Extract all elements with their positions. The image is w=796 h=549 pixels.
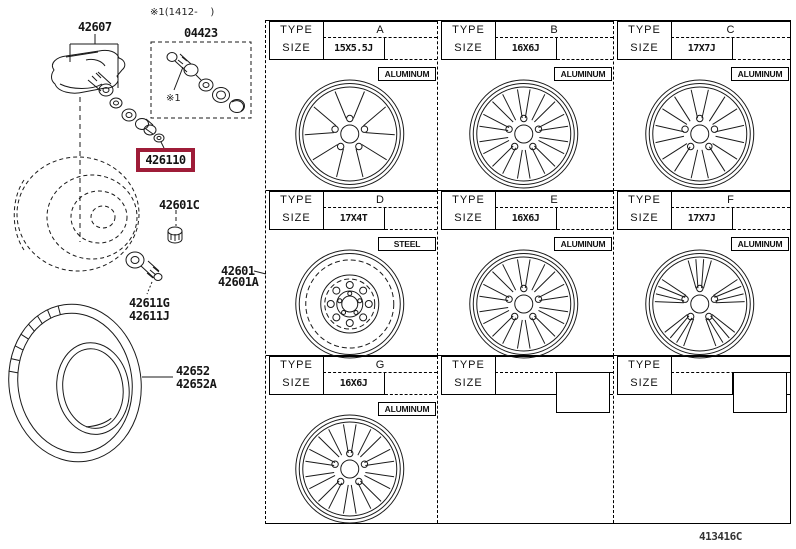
type-header: TYPE bbox=[441, 191, 496, 208]
wheel-illustration-D[interactable] bbox=[293, 248, 405, 360]
type-value: B bbox=[495, 21, 613, 38]
material-badge bbox=[556, 372, 610, 413]
type-header: TYPE bbox=[269, 21, 324, 38]
size-header: SIZE bbox=[441, 207, 496, 230]
wheel-illustration-C[interactable] bbox=[644, 78, 756, 190]
highlighted-part-number: 426110 bbox=[145, 153, 186, 167]
part-label-42601[interactable]: 42601 bbox=[221, 264, 255, 278]
nut-part bbox=[121, 108, 137, 122]
sensor-bracket-line bbox=[69, 34, 119, 88]
size-header: SIZE bbox=[269, 372, 324, 395]
material-badge bbox=[733, 372, 787, 413]
washer-part bbox=[109, 97, 123, 109]
type-header: TYPE bbox=[441, 356, 496, 373]
valve-kit-contents bbox=[166, 52, 245, 113]
wheel-illustration-F[interactable] bbox=[644, 248, 756, 360]
type-value: A bbox=[323, 21, 437, 38]
size-blank-cell bbox=[557, 207, 613, 230]
size-blank-cell bbox=[557, 37, 613, 60]
type-value: G bbox=[323, 356, 437, 373]
part-label-42601A[interactable]: 42601A bbox=[218, 275, 259, 289]
part-label-42611J[interactable]: 42611J bbox=[129, 309, 170, 323]
type-value: F bbox=[671, 191, 790, 208]
tpms-sensor-body bbox=[51, 49, 126, 94]
size-header: SIZE bbox=[441, 372, 496, 395]
type-header: TYPE bbox=[441, 21, 496, 38]
wheel-illustration-A[interactable] bbox=[293, 78, 405, 190]
kit-ref-note: ※1 bbox=[166, 93, 181, 104]
size-header: SIZE bbox=[617, 372, 672, 395]
size-value bbox=[671, 372, 733, 395]
type-header: TYPE bbox=[617, 191, 672, 208]
size-blank-cell bbox=[385, 372, 437, 395]
size-value bbox=[495, 372, 557, 395]
sensor-valve-stem bbox=[87, 71, 112, 92]
size-value: 16X6J bbox=[495, 37, 557, 60]
sleeve-part bbox=[135, 118, 149, 130]
part-label-42652[interactable]: 42652 bbox=[176, 364, 210, 378]
valve-leader-line bbox=[146, 281, 153, 295]
type-header: TYPE bbox=[269, 191, 324, 208]
figure-code: 413416C bbox=[699, 530, 742, 543]
size-value: 15X5.5J bbox=[323, 37, 385, 60]
valve-kit-box bbox=[150, 41, 252, 119]
size-value: 16X6J bbox=[323, 372, 385, 395]
type-header: TYPE bbox=[617, 356, 672, 373]
part-label-42611G[interactable]: 42611G bbox=[129, 296, 170, 310]
size-value: 17X7J bbox=[671, 207, 733, 230]
part-label-42652A[interactable]: 42652A bbox=[176, 377, 217, 391]
valve-cap-drawing bbox=[167, 226, 183, 244]
wheel-illustration-B[interactable] bbox=[467, 78, 579, 190]
size-header: SIZE bbox=[269, 37, 324, 60]
size-header: SIZE bbox=[441, 37, 496, 60]
wheel-label-tick bbox=[253, 270, 267, 275]
type-value bbox=[495, 356, 613, 373]
type-header: TYPE bbox=[269, 356, 324, 373]
part-label-04423[interactable]: 04423 bbox=[184, 26, 218, 40]
tire-drawing bbox=[8, 303, 142, 463]
type-value: E bbox=[495, 191, 613, 208]
type-value bbox=[671, 356, 790, 373]
material-badge: ALUMINUM bbox=[554, 237, 612, 251]
type-value: C bbox=[671, 21, 790, 38]
size-header: SIZE bbox=[617, 207, 672, 230]
size-header: SIZE bbox=[617, 37, 672, 60]
material-badge: ALUMINUM bbox=[378, 67, 436, 81]
type-header: TYPE bbox=[617, 21, 672, 38]
valve-stem-drawing bbox=[125, 251, 163, 281]
part-label-42607[interactable]: 42607 bbox=[78, 20, 112, 34]
highlighted-part-426110[interactable]: 426110 bbox=[136, 148, 195, 172]
material-badge: ALUMINUM bbox=[731, 237, 789, 251]
type-value: D bbox=[323, 191, 437, 208]
size-value: 17X7J bbox=[671, 37, 733, 60]
material-badge: ALUMINUM bbox=[554, 67, 612, 81]
material-badge: ALUMINUM bbox=[378, 402, 436, 416]
valve-nut-part bbox=[153, 133, 165, 143]
size-value: 16X6J bbox=[495, 207, 557, 230]
size-header: SIZE bbox=[269, 207, 324, 230]
size-value: 17X4T bbox=[323, 207, 385, 230]
size-blank-cell bbox=[733, 207, 790, 230]
wheel-illustration-G[interactable] bbox=[293, 413, 405, 525]
wheel-drawing bbox=[13, 156, 140, 272]
part-label-42601C[interactable]: 42601C bbox=[159, 198, 200, 212]
size-blank-cell bbox=[385, 37, 437, 60]
material-badge: ALUMINUM bbox=[731, 67, 789, 81]
application-note: ※1(1412- ) bbox=[150, 7, 215, 18]
wheel-illustration-E[interactable] bbox=[467, 248, 579, 360]
size-blank-cell bbox=[733, 37, 790, 60]
size-blank-cell bbox=[385, 207, 437, 230]
exploded-view-drawing bbox=[8, 34, 267, 463]
material-badge: STEEL bbox=[378, 237, 436, 251]
